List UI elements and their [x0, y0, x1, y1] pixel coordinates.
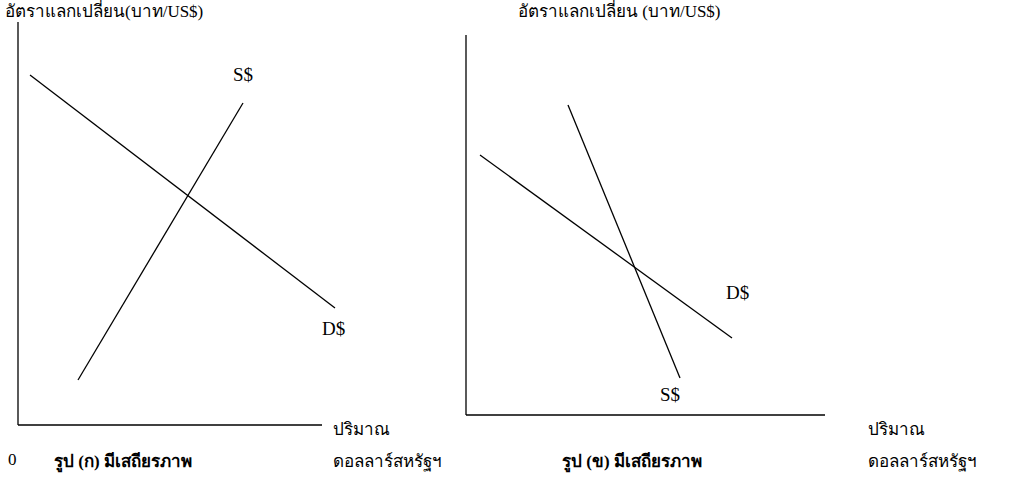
axis-title: ปริมาณ	[868, 420, 925, 440]
y-axis	[465, 35, 466, 415]
supply-curve	[568, 105, 680, 378]
y-axis	[17, 22, 18, 425]
supply-curve	[78, 103, 243, 380]
axis-title: อัตราแลกเปลี่ยน(บาท/US$)	[5, 2, 203, 22]
x-axis	[18, 424, 322, 425]
curve-label: S$	[233, 64, 253, 87]
curve-label: D$	[322, 318, 345, 341]
demand-curve	[480, 155, 732, 338]
axis-title: ปริมาณ	[333, 420, 390, 440]
figure-caption: รูป (ก) มีเสถียรภาพ	[54, 452, 192, 472]
x-axis	[466, 414, 825, 415]
figure-caption: รูป (ข) มีเสถียรภาพ	[562, 452, 702, 472]
axis-title: ดอลลาร์สหรัฐฯ	[868, 452, 977, 472]
demand-curve	[30, 75, 335, 308]
axis-title: ดอลลาร์สหรัฐฯ	[333, 452, 442, 472]
axis-title: อัตราแลกเปลี่ยน (บาท/US$)	[518, 2, 721, 22]
curve-label: S$	[660, 384, 680, 407]
curve-label: D$	[726, 282, 749, 305]
origin-label: 0	[8, 450, 17, 470]
